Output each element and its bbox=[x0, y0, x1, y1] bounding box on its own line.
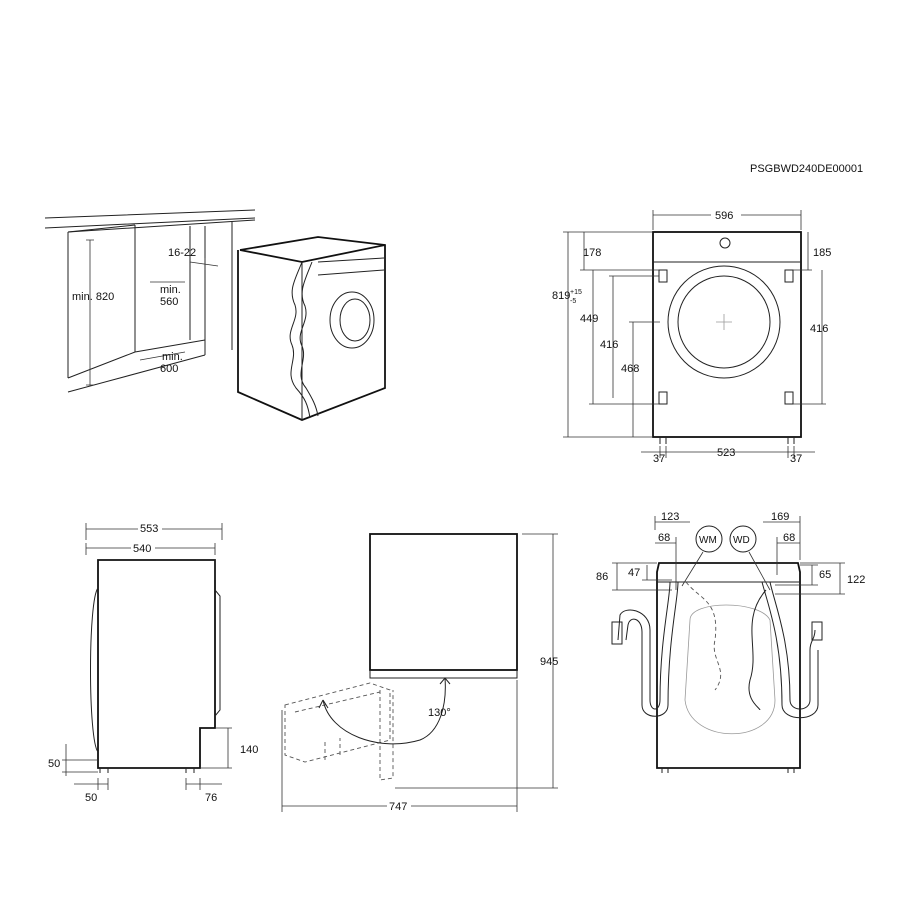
niche-view: min. 820 16-22 min. 560 min. 600 bbox=[44, 209, 386, 421]
rear-86: 86 bbox=[596, 571, 608, 583]
door-height: 945 bbox=[540, 656, 558, 668]
front-foot-left: 37 bbox=[653, 453, 665, 465]
door-swing-view: 130° 945 747 bbox=[281, 533, 558, 813]
front-468: 468 bbox=[621, 363, 639, 375]
rear-wd: WD bbox=[733, 535, 750, 546]
front-foot-mid: 523 bbox=[717, 447, 735, 459]
rear-68-right: 68 bbox=[783, 532, 795, 544]
front-height: 819 bbox=[552, 290, 570, 302]
niche-depth-label-1: min. bbox=[162, 351, 183, 363]
rear-wm: WM bbox=[699, 535, 717, 546]
niche-height-label: min. 820 bbox=[72, 291, 114, 303]
niche-gap-label: 16-22 bbox=[168, 247, 196, 259]
rear-47: 47 bbox=[628, 567, 640, 579]
front-416-left: 416 bbox=[600, 339, 618, 351]
rear-65: 65 bbox=[819, 569, 831, 581]
side-540: 540 bbox=[133, 543, 151, 555]
front-foot-right: 37 bbox=[790, 453, 802, 465]
rear-122: 122 bbox=[847, 574, 865, 586]
rear-169: 169 bbox=[771, 511, 789, 523]
door-angle: 130° bbox=[428, 707, 451, 719]
side-140: 140 bbox=[240, 744, 258, 756]
niche-width-label-2: 560 bbox=[160, 296, 178, 308]
front-width: 596 bbox=[715, 210, 733, 222]
side-50-height: 50 bbox=[48, 758, 60, 770]
door-747: 747 bbox=[389, 801, 407, 813]
side-76: 76 bbox=[205, 792, 217, 804]
product-code: PSGBWD240DE00001 bbox=[750, 163, 863, 175]
side-50-offset: 50 bbox=[85, 792, 97, 804]
niche-width-label-1: min. bbox=[160, 284, 181, 296]
front-178: 178 bbox=[583, 247, 601, 259]
front-view: 596 819 +15 -5 178 449 416 468 185 416 3… bbox=[552, 209, 831, 465]
side-view: 553 540 140 50 50 76 bbox=[48, 522, 258, 804]
front-height-tol-up: +15 bbox=[570, 289, 582, 296]
front-height-tol-low: -5 bbox=[570, 298, 576, 305]
rear-view: WM WD 123 68 169 68 86 47 65 122 bbox=[596, 511, 865, 773]
front-185: 185 bbox=[813, 247, 831, 259]
niche-depth-label-2: 600 bbox=[160, 363, 178, 375]
rear-123: 123 bbox=[661, 511, 679, 523]
front-416-right: 416 bbox=[810, 323, 828, 335]
rear-68-left: 68 bbox=[658, 532, 670, 544]
side-553: 553 bbox=[140, 523, 158, 535]
front-449: 449 bbox=[580, 313, 598, 325]
